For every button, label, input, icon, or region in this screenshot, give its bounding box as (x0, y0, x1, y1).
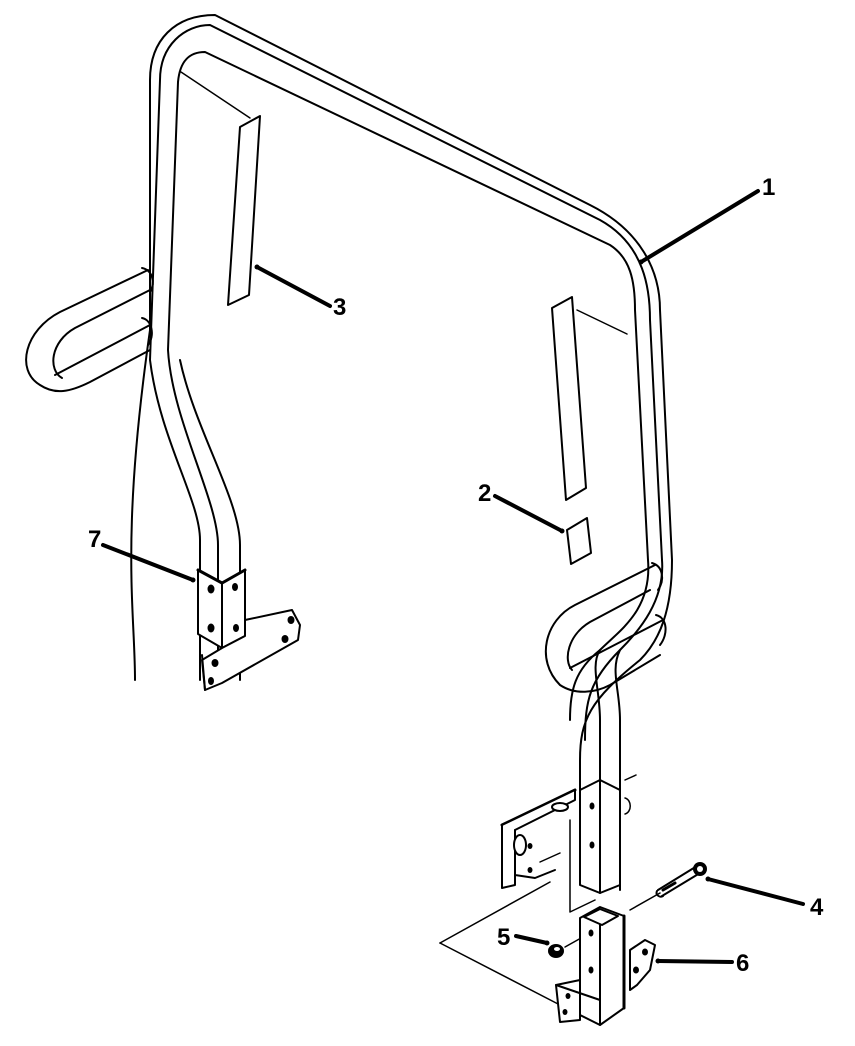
nut (548, 944, 564, 958)
callout-4: 4 (810, 894, 824, 921)
assembly-guide-line-2 (439, 942, 561, 1006)
leader-1 (639, 189, 760, 264)
callout-1: 1 (762, 174, 776, 201)
leader-lines (101, 189, 805, 964)
leader-7 (101, 543, 195, 582)
leader-4 (706, 877, 805, 906)
decal-guide-line-right (576, 309, 628, 335)
callout-5: 5 (497, 924, 511, 951)
leader-5 (514, 934, 549, 945)
decal-right-strip (551, 296, 587, 501)
left-handle-loop (25, 267, 154, 393)
leader-2 (493, 494, 564, 533)
frame-channel-bracket (500, 774, 637, 889)
bolt (655, 862, 707, 898)
leader-3 (255, 265, 332, 308)
right-leg-square-tube (569, 779, 621, 913)
callout-2: 2 (478, 480, 492, 507)
left-mounting-bracket (196, 568, 301, 691)
callout-3: 3 (333, 294, 347, 321)
decal-3 (227, 115, 261, 306)
callout-6: 6 (736, 950, 750, 977)
roll-bar-frame (130, 14, 673, 891)
right-handle-loop (544, 562, 667, 693)
callout-7: 7 (88, 526, 102, 553)
right-mounting-bracket (555, 906, 656, 1026)
bolt-guide-line (629, 892, 661, 911)
assembly-guide-line-1 (439, 881, 551, 944)
decal-2 (566, 517, 592, 565)
decal-guide-line-left (180, 71, 251, 119)
leader-6 (656, 959, 734, 964)
